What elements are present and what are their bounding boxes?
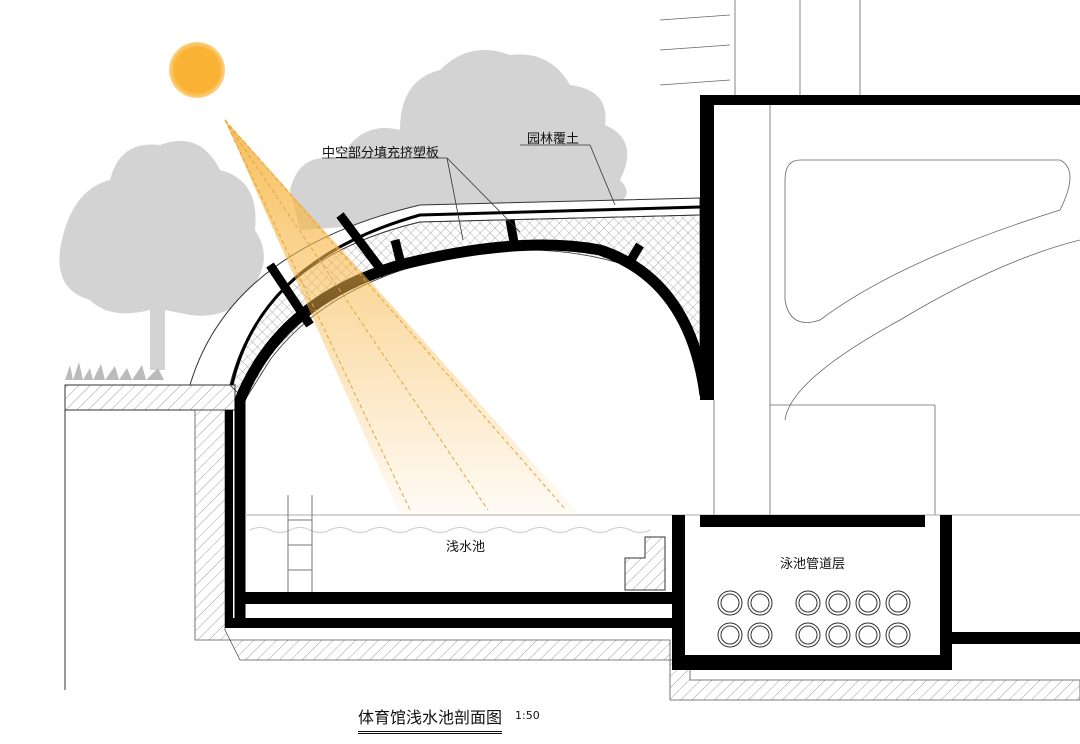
tree-silhouettes (59, 50, 628, 370)
pipe (825, 590, 851, 616)
pool-left-wall (225, 410, 233, 628)
pool-steps (624, 536, 666, 591)
pipe (885, 622, 911, 648)
drawing-title: 体育馆浅水池剖面图 (358, 704, 503, 734)
light-rays (224, 119, 567, 511)
pipe (828, 593, 848, 613)
pipe (825, 622, 851, 648)
vault-ribs (266, 212, 644, 328)
pipe (798, 593, 818, 613)
leader-lines (322, 144, 616, 241)
building-slab (700, 95, 1080, 105)
pipe (795, 622, 821, 648)
pipe (750, 593, 770, 613)
label-xps-fill: 中空部分填充挤塑板 (322, 146, 440, 161)
pipe (798, 625, 818, 645)
pipe (855, 622, 881, 648)
pipe (717, 590, 743, 616)
building-elevation (659, 0, 1080, 515)
grass (65, 362, 164, 380)
pool-ladder (287, 495, 313, 592)
pipe (747, 622, 773, 648)
drawing-scale: 1:50 (515, 709, 540, 722)
label-pipe-layer: 泳池管道层 (780, 557, 846, 572)
pipe (828, 625, 848, 645)
pool-base-slab (225, 618, 675, 628)
pipe (858, 593, 878, 613)
ground-left (64, 384, 236, 411)
sun-icon (169, 42, 225, 98)
pipe (720, 593, 740, 613)
pipe (888, 625, 908, 645)
pipe (858, 625, 878, 645)
pipe (747, 590, 773, 616)
pipes (717, 590, 911, 648)
label-garden-soil: 园林覆土 (527, 132, 580, 147)
label-shallow-pool: 浅水池 (446, 540, 486, 555)
vault-arch (234, 239, 711, 625)
right-pool-floor (952, 632, 1080, 644)
pipe-chamber-top (700, 515, 925, 527)
pipe (855, 590, 881, 616)
pipe (888, 593, 908, 613)
pipe (720, 625, 740, 645)
pipe (885, 590, 911, 616)
pipe (717, 622, 743, 648)
pipe (750, 625, 770, 645)
pool-floor (240, 592, 675, 604)
building-wall (700, 95, 714, 400)
pipe (795, 590, 821, 616)
water-wave (249, 527, 651, 533)
light-beam (225, 120, 580, 515)
